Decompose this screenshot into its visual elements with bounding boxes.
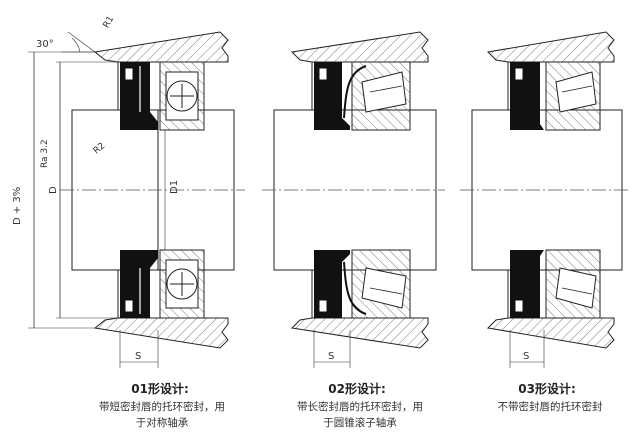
panel-01-title: 01形设计: [131, 382, 189, 396]
label-s-03: S [523, 351, 529, 362]
housing-bottom [486, 317, 615, 349]
housing-top [290, 31, 429, 63]
label-r1: R1 [102, 15, 117, 30]
panel-02-drawing: S [262, 31, 445, 368]
panel-02-title: 02形设计: [328, 382, 386, 396]
label-d: D [48, 186, 59, 194]
housing-top [93, 31, 229, 63]
panel-02-desc-line1: 带长密封唇的托环密封，用 [297, 401, 423, 413]
housing-bottom [93, 317, 229, 349]
label-s-01: S [135, 351, 141, 362]
panel-03-desc-line1: 不带密封唇的托环密封 [497, 401, 603, 413]
panel-01-drawing: 30° R1 R2 Ra 3.2 D + 3% D D1 S [12, 15, 245, 368]
label-angle: 30° [36, 39, 54, 50]
panel-02-desc-line2: 于圆锥滚子轴承 [323, 417, 397, 429]
panel-01-desc-line2: 于对称轴承 [135, 417, 189, 429]
label-roughness: Ra 3.2 [40, 139, 50, 168]
housing-bottom [290, 317, 429, 349]
panel-01-desc-line1: 带短密封唇的托环密封，用 [99, 401, 225, 413]
housing-top [486, 31, 615, 63]
label-s-02: S [328, 351, 334, 362]
panel-03-drawing: S [460, 31, 630, 368]
label-d1: D1 [169, 180, 180, 194]
label-d-tolerance: D + 3% [12, 187, 23, 225]
panel-03-title: 03形设计: [518, 382, 576, 396]
